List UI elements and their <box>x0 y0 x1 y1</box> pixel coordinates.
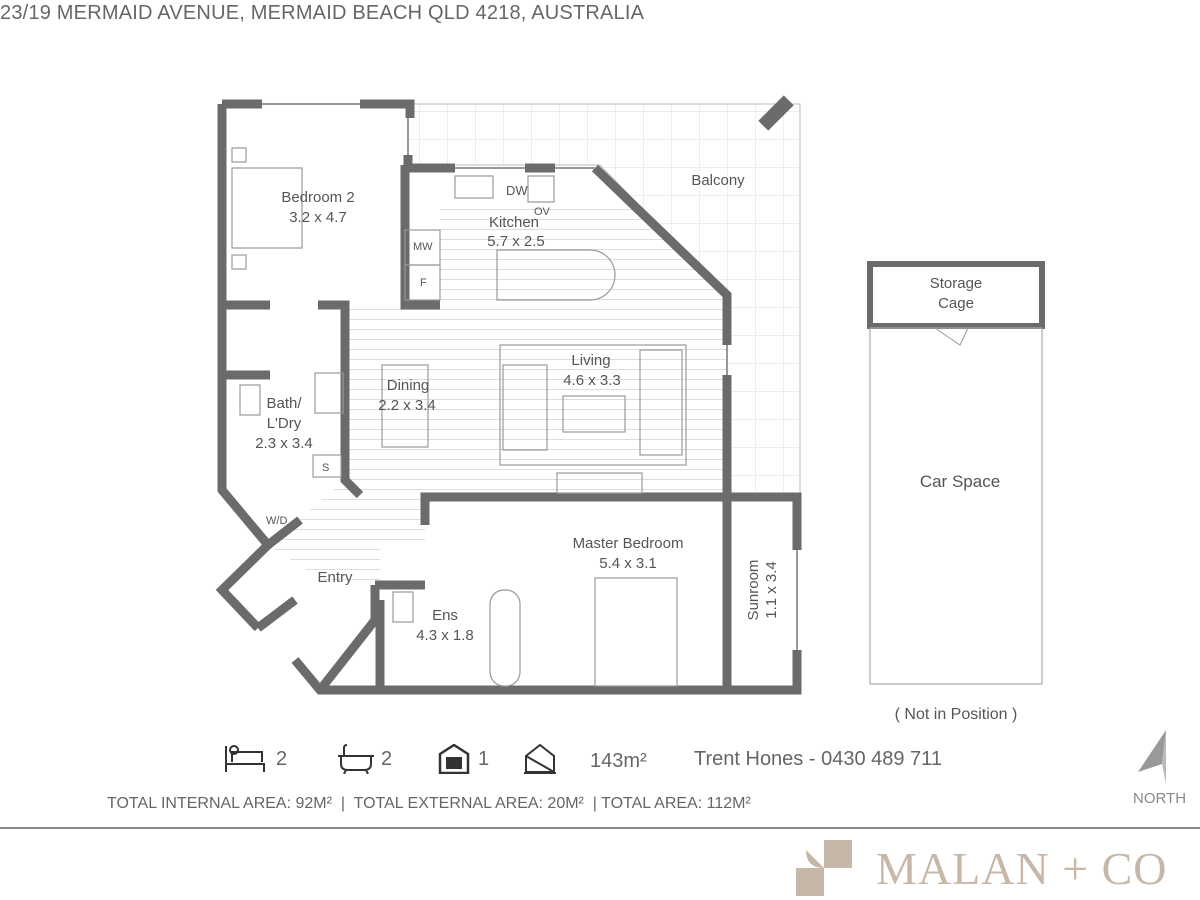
brand-logo-icon <box>796 840 852 896</box>
bath-name-2: L'Dry <box>267 415 302 432</box>
kitchen-name: Kitchen <box>489 214 539 231</box>
car-space <box>869 327 1043 685</box>
ens-size: 4.3 x 1.8 <box>416 627 474 644</box>
agent-contact[interactable]: Trent Hones - 0430 489 711 <box>694 748 942 770</box>
bedroom2-size: 3.2 x 4.7 <box>289 209 347 226</box>
bathrooms-count: 2 <box>381 748 393 770</box>
property-stats: 2 2 1 143m² Trent Hones - 0430 489 711 <box>0 744 1200 776</box>
car-space-name: Car Space <box>920 472 1000 491</box>
land-area: 143m² <box>590 750 647 772</box>
master-name: Master Bedroom <box>573 535 684 552</box>
brand-name: MALAN + CO <box>876 843 1168 894</box>
area-totals: TOTAL INTERNAL AREA: 92M² | TOTAL EXTERN… <box>107 795 751 812</box>
property-address: 23/19 MERMAID AVENUE, MERMAID BEACH QLD … <box>0 2 645 24</box>
dining-size: 2.2 x 3.4 <box>378 397 436 414</box>
floor-plan: DW OV MW F S W/D Bedroom 2 3.2 x 4.7 Kit… <box>215 95 1045 723</box>
living-size: 4.6 x 3.3 <box>563 372 621 389</box>
dishwasher-label: DW <box>506 183 528 198</box>
entry-name: Entry <box>317 569 353 586</box>
bed-icon <box>225 745 265 772</box>
microwave-label: MW <box>413 241 433 253</box>
living-name: Living <box>571 352 610 369</box>
living-floor <box>268 305 727 585</box>
washer-dryer-label: W/D <box>266 515 287 527</box>
dining-name: Dining <box>387 377 430 394</box>
storage-cage <box>867 261 1045 329</box>
balcony-name: Balcony <box>691 172 745 189</box>
oven-label: OV <box>534 206 551 218</box>
storage-name-1: Storage <box>930 275 983 292</box>
north-arrow-icon <box>1138 730 1166 784</box>
master-size: 5.4 x 3.1 <box>599 555 657 572</box>
sunroom-size: 1.1 x 3.4 <box>763 561 780 619</box>
storage-name-2: Cage <box>938 295 974 312</box>
garage-count: 1 <box>478 748 490 770</box>
balcony-light-icon <box>758 95 794 131</box>
walls <box>215 99 802 695</box>
bath-size: 2.3 x 3.4 <box>255 435 313 452</box>
north-label: NORTH <box>1133 790 1187 807</box>
bedrooms-count: 2 <box>276 748 288 770</box>
bath-icon <box>338 744 374 774</box>
furniture <box>231 147 687 687</box>
storage-s-label: S <box>322 462 329 474</box>
ens-name: Ens <box>432 607 458 624</box>
garage-icon <box>438 744 470 774</box>
land-area-icon <box>524 744 556 774</box>
bath-name-1: Bath/ <box>266 395 302 412</box>
storage-door-icon <box>934 327 969 346</box>
sunroom-name: Sunroom <box>745 560 762 621</box>
divider <box>0 827 1200 829</box>
windows <box>262 103 798 650</box>
car-space-note: ( Not in Position ) <box>895 706 1018 723</box>
fridge-label: F <box>420 277 427 289</box>
kitchen-size: 5.7 x 2.5 <box>487 233 545 250</box>
bedroom2-name: Bedroom 2 <box>281 189 354 206</box>
